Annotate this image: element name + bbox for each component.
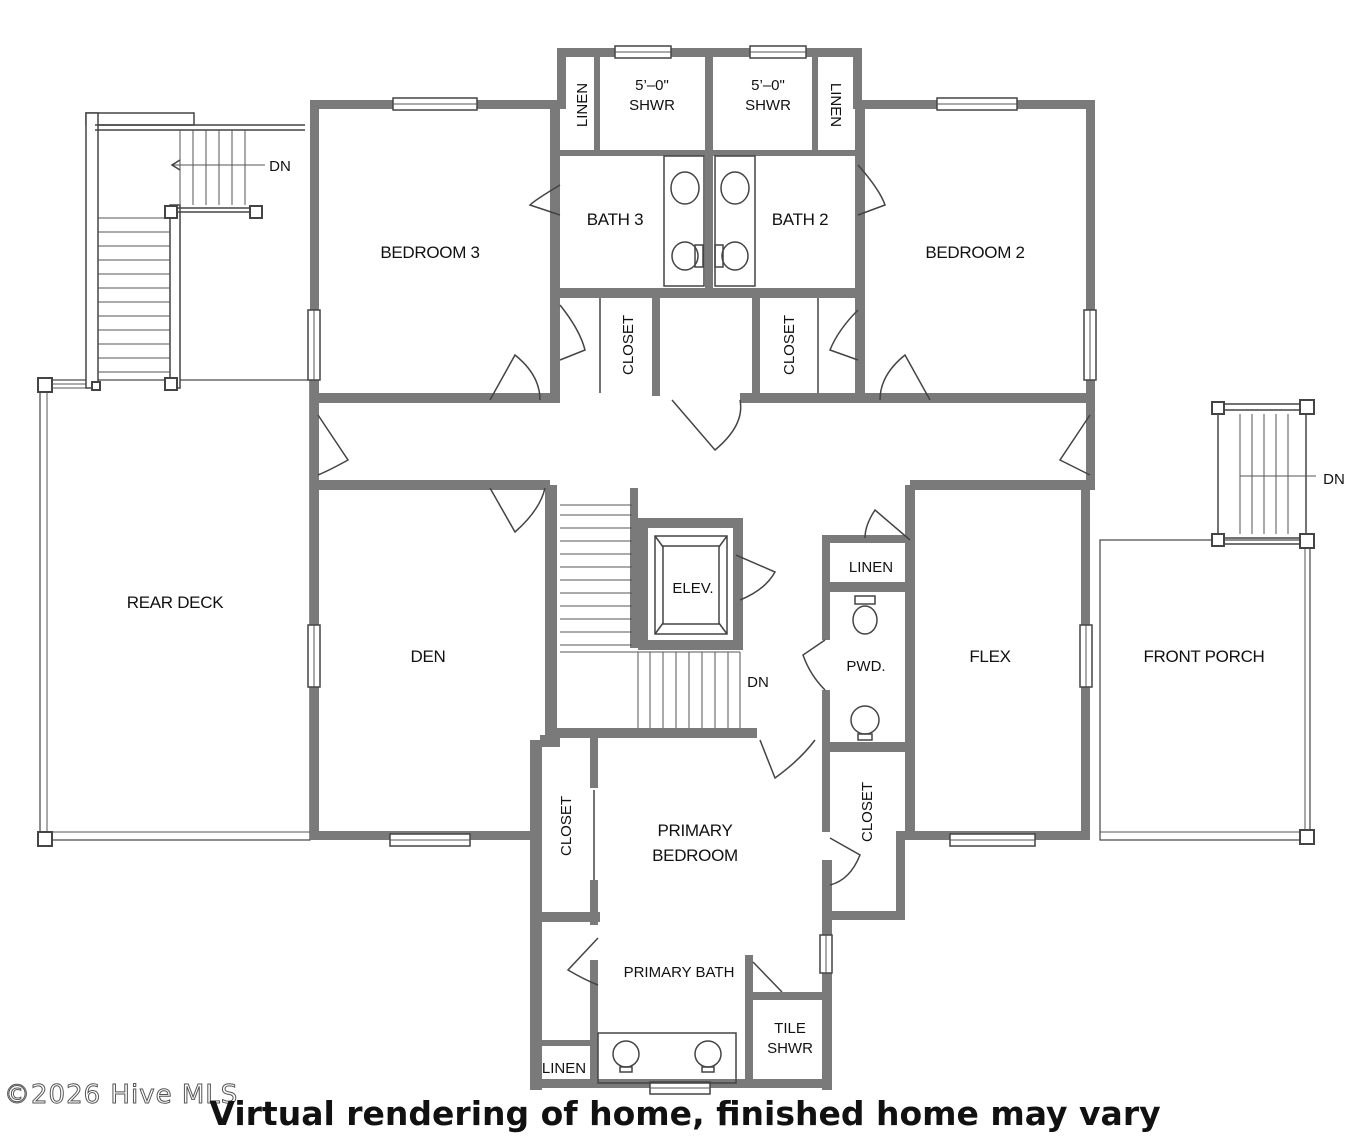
copyright-watermark: ©2026 Hive MLS bbox=[3, 1080, 239, 1111]
bath2-label: BATH 2 bbox=[772, 210, 828, 229]
bedroom3-label: BEDROOM 3 bbox=[380, 243, 479, 262]
center-stair bbox=[560, 504, 741, 728]
front-stair-dn-label: DN bbox=[1323, 471, 1345, 488]
house-walls bbox=[310, 48, 1095, 1090]
primary-closet-right-label: CLOSET bbox=[859, 782, 876, 842]
linen-bottom-label: LINEN bbox=[542, 1060, 586, 1077]
primary-bedroom-label-2: BEDROOM bbox=[652, 846, 738, 865]
closet-left-label: CLOSET bbox=[620, 315, 637, 375]
bedroom2-label: BEDROOM 2 bbox=[925, 243, 1024, 262]
front-porch bbox=[1099, 539, 1315, 845]
shower-left-size: 5’–0" bbox=[635, 77, 669, 94]
primary-bath-label: PRIMARY BATH bbox=[624, 964, 735, 981]
flex-label: FLEX bbox=[969, 647, 1010, 666]
center-stair-dn-label: DN bbox=[747, 674, 769, 691]
rear-stair-dn-label: DN bbox=[269, 158, 291, 175]
rear-deck-label: REAR DECK bbox=[127, 593, 224, 612]
shower-right-label: SHWR bbox=[745, 97, 791, 114]
linen-mid-label: LINEN bbox=[849, 559, 893, 576]
linen-right-label: LINEN bbox=[827, 83, 844, 127]
den-label: DEN bbox=[411, 647, 446, 666]
powder-label: PWD. bbox=[846, 658, 885, 675]
rear-stair bbox=[85, 112, 305, 391]
bath3-label: BATH 3 bbox=[587, 210, 643, 229]
tile-shower-label-1: TILE bbox=[774, 1020, 806, 1037]
elevator-label: ELEV. bbox=[672, 580, 713, 597]
closet-right-label: CLOSET bbox=[781, 315, 798, 375]
tile-shower-label-2: SHWR bbox=[767, 1040, 813, 1057]
elevator-car bbox=[654, 535, 728, 635]
rear-deck bbox=[37, 377, 311, 847]
bath-fixtures bbox=[597, 155, 880, 1084]
primary-bedroom-label-1: PRIMARY bbox=[657, 821, 732, 840]
primary-closet-left-label: CLOSET bbox=[558, 796, 575, 856]
shower-right-size: 5’–0" bbox=[751, 77, 785, 94]
windows bbox=[307, 45, 1097, 1095]
linen-left-label: LINEN bbox=[574, 83, 591, 127]
doors bbox=[317, 164, 1091, 993]
rendering-caption: Virtual rendering of home, finished home… bbox=[209, 1094, 1161, 1133]
front-porch-label: FRONT PORCH bbox=[1143, 647, 1264, 666]
front-stair bbox=[1211, 399, 1316, 549]
shower-left-label: SHWR bbox=[629, 97, 675, 114]
